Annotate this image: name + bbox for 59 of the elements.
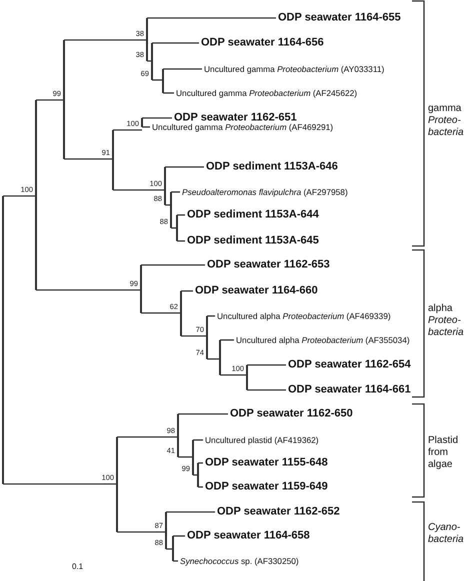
tree-branch	[181, 290, 193, 292]
taxon-label: ODP seawater 1162-650	[230, 408, 353, 420]
tree-branch	[113, 189, 165, 191]
tree-branch	[3, 483, 117, 485]
tree-branch	[113, 129, 142, 131]
taxon-label: ODP seawater 1162-651	[174, 112, 297, 124]
tree-branch	[117, 531, 166, 533]
taxon-label: ODP seawater 1162-653	[207, 260, 330, 270]
clade-label: Cyano- bacteria	[428, 522, 465, 546]
taxon-label: Pseudoalteromonas flavipulchra (AF297958)	[182, 188, 348, 196]
taxon-label: ODP seawater 1164-660	[195, 286, 318, 296]
taxon-label: ODP seawater 1164-655	[278, 12, 401, 24]
tree-branch	[36, 99, 64, 101]
tree-branch	[247, 364, 286, 366]
clade-label: alpha Proteo- bacteria	[428, 303, 465, 339]
clade-label: Plastid from algae	[428, 435, 460, 471]
taxon-label: ODP seawater 1164-661	[288, 384, 411, 396]
taxon-label: ODP seawater 1164-656	[201, 38, 324, 48]
tree-branch	[36, 289, 141, 291]
tree-branch	[247, 389, 286, 391]
tree-branch	[64, 39, 147, 41]
tree-branch	[181, 335, 207, 337]
scale-label: 0.1	[72, 562, 84, 572]
tree-branch	[147, 17, 276, 19]
taxon-label: ODP seawater 1159-649	[205, 482, 328, 492]
tree-branch	[141, 264, 205, 266]
taxon-label: Uncultured gamma Proteobacterium (AY033311)	[204, 64, 384, 74]
tree-branch	[163, 92, 174, 94]
taxon-label: ODP seawater 1162-652	[217, 506, 340, 518]
taxon-label: Uncultured plastid (AF419362)	[205, 436, 319, 444]
taxon-label: Uncultured gamma Proteobacterium (AF469291)	[152, 122, 334, 132]
tree-branch	[64, 158, 113, 160]
tree-branch	[178, 413, 228, 415]
tree-branch	[152, 42, 199, 44]
taxon-label: Uncultured alpha Proteobacterium (AF355034)	[236, 336, 410, 344]
taxon-label: ODP sediment 1153A-644	[187, 210, 319, 220]
tree-branch	[141, 312, 181, 314]
tree-branch	[117, 436, 178, 438]
tree-branch	[220, 339, 234, 341]
tree-branch	[193, 439, 203, 441]
clade-label: gamma Proteo- bacteria	[428, 103, 465, 139]
tree-branch	[166, 511, 215, 513]
tree-branch	[163, 68, 202, 70]
taxon-label: ODP seawater 1164-658	[187, 530, 310, 542]
tree-branch	[178, 456, 193, 458]
tree-branch	[207, 358, 220, 360]
tree-branch	[220, 374, 247, 376]
taxon-label: ODP sediment 1153A-646	[206, 162, 338, 172]
tree-branch	[173, 535, 185, 537]
tree-branch	[142, 117, 172, 119]
taxon-label: Synechococcus sp. (AF330250)	[180, 556, 299, 566]
taxon-label: ODP seawater 1155-648	[205, 458, 328, 468]
taxon-label: ODP seawater 1162-654	[288, 360, 411, 370]
tree-branch	[152, 79, 163, 81]
taxon-label: Uncultured alpha Proteobacterium (AF469339)	[217, 312, 391, 320]
tree-branch	[3, 195, 36, 197]
tree-branch	[165, 166, 204, 168]
taxon-label: Uncultured gamma Proteobacterium (AF245622)	[176, 88, 358, 98]
taxon-label: ODP sediment 1153A-645	[187, 236, 319, 246]
